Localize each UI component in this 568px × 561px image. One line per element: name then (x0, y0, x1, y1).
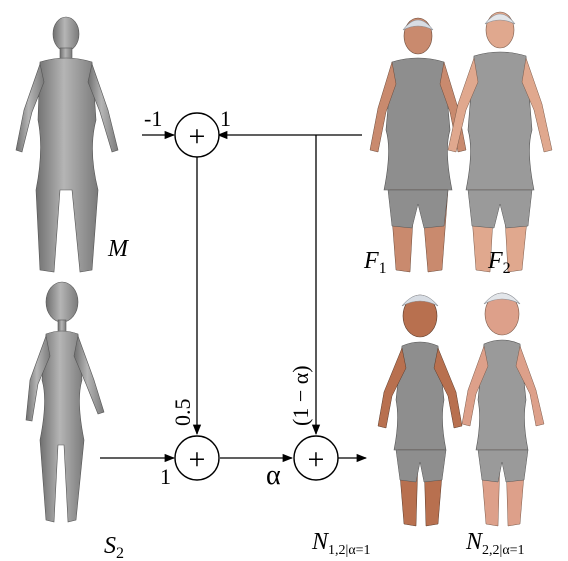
weight-m-to-top: -1 (144, 106, 162, 131)
weight-s2-to-bottom: 1 (160, 464, 171, 489)
label-n2-main: N (465, 529, 484, 555)
label-n1: N1,2|α=1 (311, 529, 371, 558)
connectors (100, 130, 368, 463)
figure-s2 (25, 281, 105, 523)
figure-n2 (461, 292, 545, 527)
label-f1-main: F (363, 248, 379, 274)
weight-f-to-top: 1 (220, 106, 231, 131)
figure-f2 (447, 11, 553, 273)
operator-bottom-right-symbol: + (308, 443, 325, 476)
weight-bottom-to-right: α (266, 460, 281, 491)
label-f2-main: F (487, 248, 503, 274)
label-s2-main: S (104, 533, 116, 559)
operator-top: + (174, 112, 220, 158)
label-f2: F2 (487, 248, 511, 277)
operator-bottom-left: + (174, 435, 220, 481)
label-f1-sub: 1 (379, 260, 387, 277)
label-s2-sub: 2 (116, 545, 124, 561)
label-n2: N2,2|α=1 (465, 529, 525, 558)
weight-f-to-right: (1 − α) (288, 365, 313, 426)
figure-m (15, 16, 119, 273)
weight-top-to-bottom: 0.5 (170, 399, 195, 427)
label-s2: S2 (104, 533, 124, 561)
label-f1: F1 (363, 248, 387, 277)
label-f2-sub: 2 (503, 260, 511, 277)
label-n1-sub: 1,2|α=1 (328, 543, 371, 558)
figure-n1 (377, 294, 463, 527)
operator-top-symbol: + (189, 120, 206, 153)
operator-bottom-right: + (293, 435, 339, 481)
label-n1-main: N (311, 529, 330, 555)
label-m: M (107, 236, 130, 262)
label-n2-sub: 2,2|α=1 (482, 543, 525, 558)
operator-bottom-left-symbol: + (189, 443, 206, 476)
